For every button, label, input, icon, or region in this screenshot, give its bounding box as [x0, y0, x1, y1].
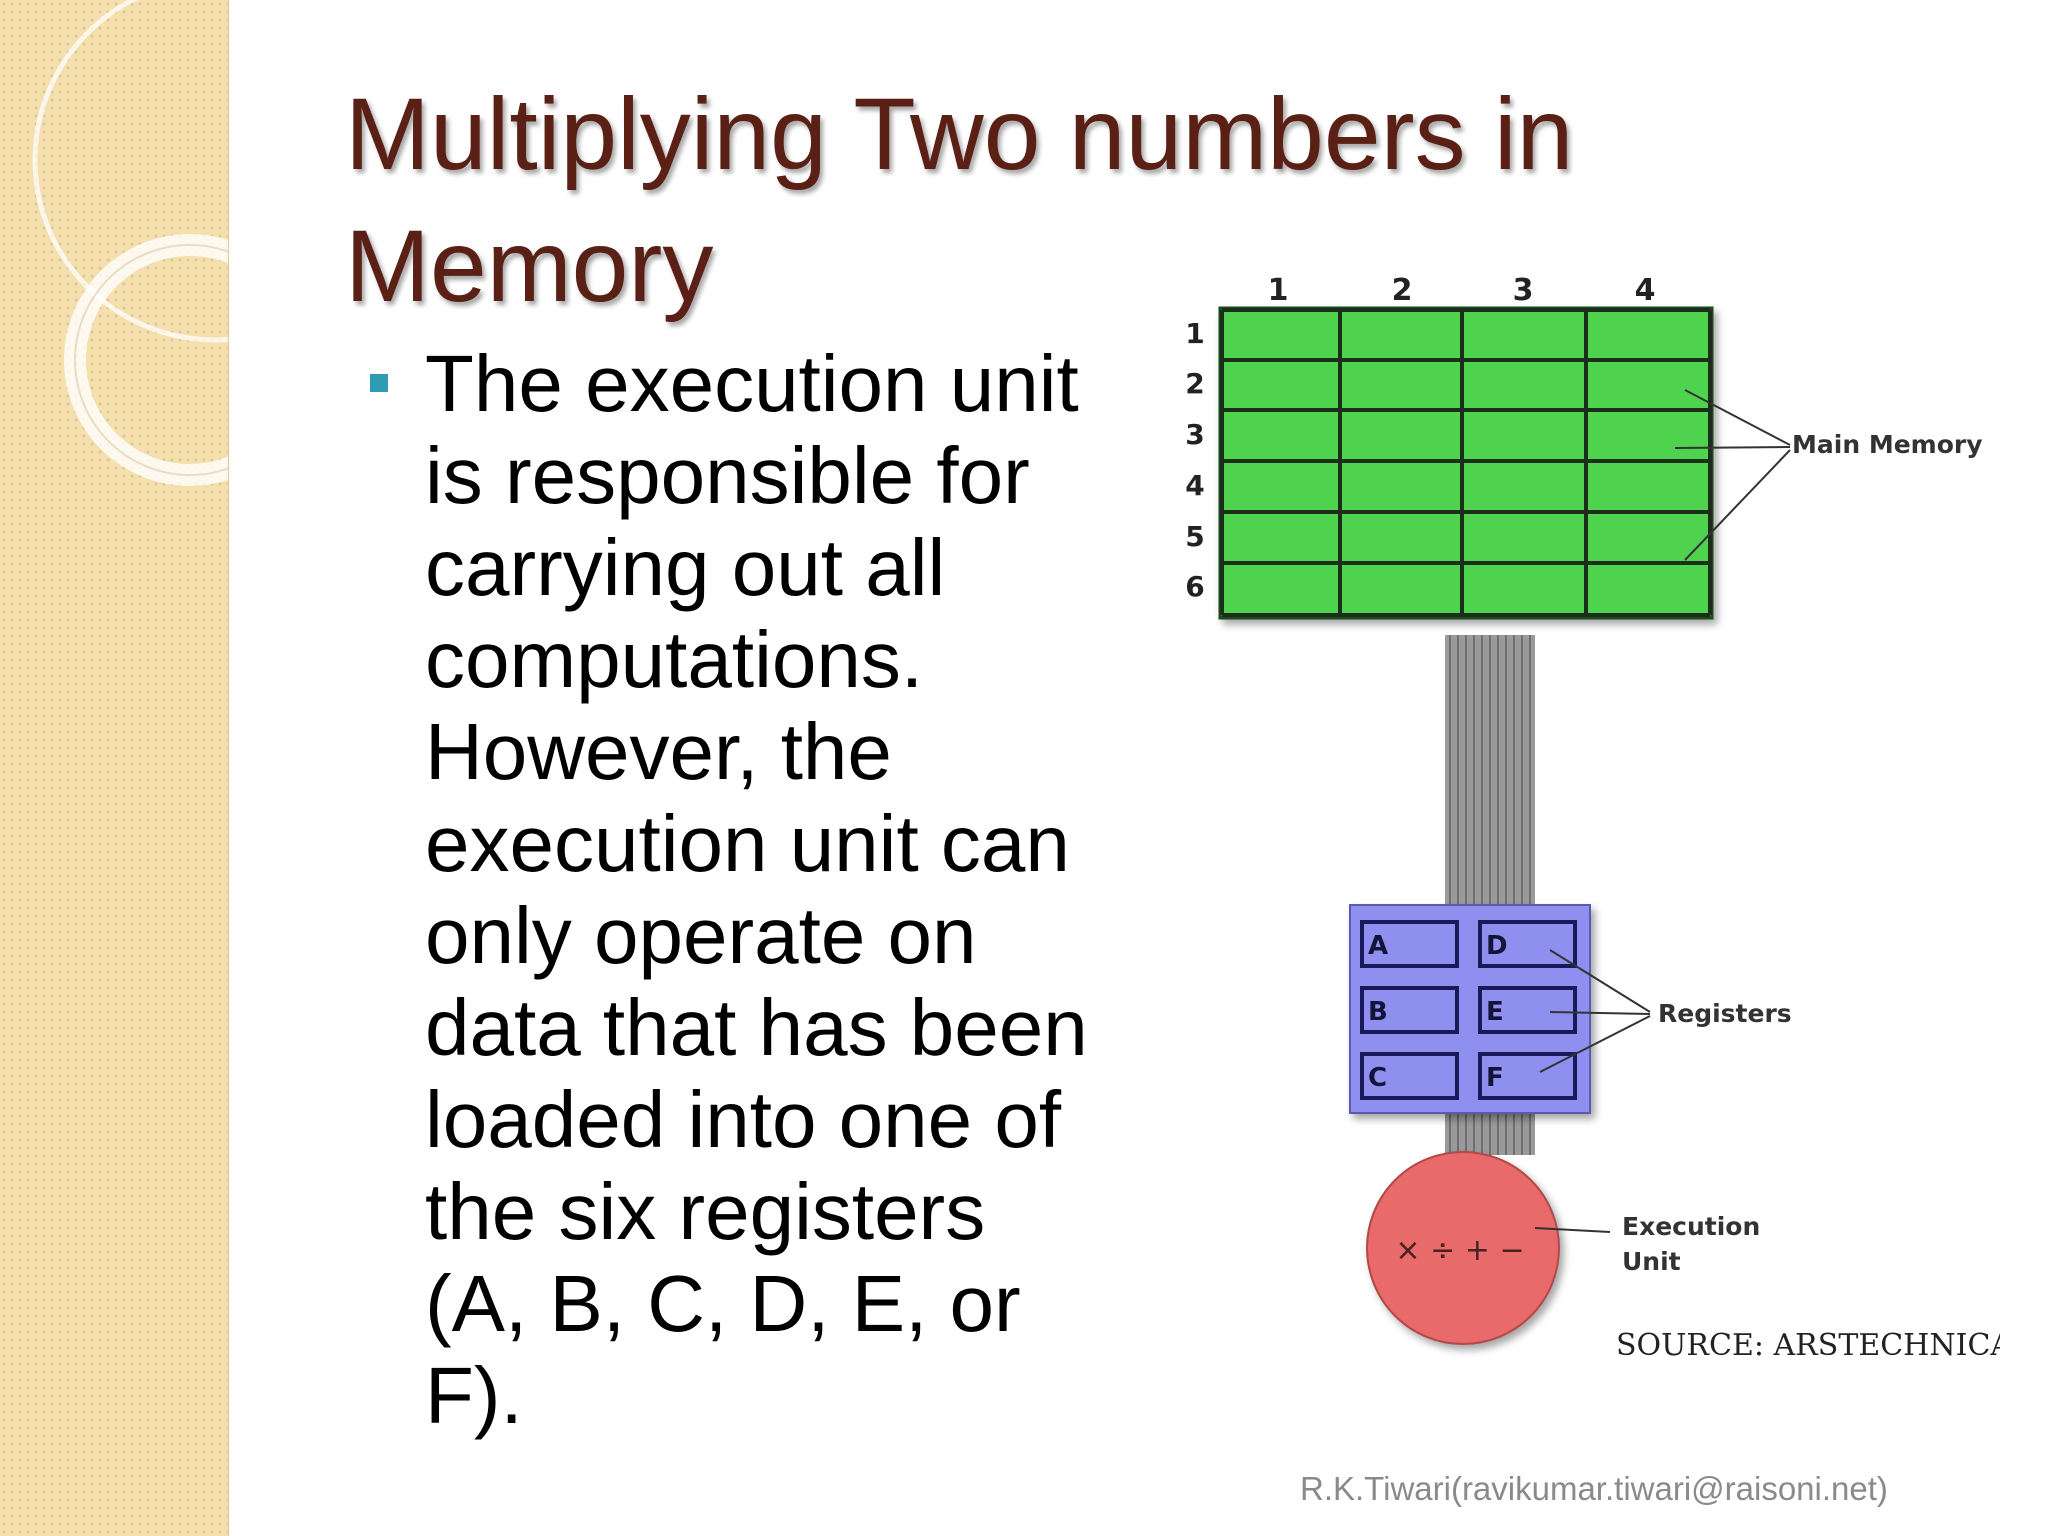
bullet-item: The execution unit is responsible for ca… — [425, 338, 1185, 1442]
column-label: 4 — [1635, 273, 1656, 308]
title-line-1: Multiplying Two numbers in — [345, 77, 1574, 191]
bullet-line: However, the — [425, 707, 892, 796]
execution-callout-line — [1534, 1227, 1611, 1233]
registers-callout-lines — [1539, 949, 1651, 1073]
row-label: 5 — [1185, 520, 1204, 553]
row-label: 3 — [1185, 418, 1204, 451]
row-label: 4 — [1185, 469, 1204, 502]
register-label: E — [1486, 997, 1504, 1027]
bullet-line: is responsible for — [425, 431, 1030, 520]
operation-symbols: × ÷ + − — [1395, 1233, 1524, 1268]
bullet-line: computations. — [425, 615, 924, 704]
register-label: F — [1486, 1063, 1504, 1093]
column-label: 2 — [1392, 273, 1413, 308]
row-label: 2 — [1185, 367, 1204, 400]
bullet-line: (A, B, C, D, E, or — [425, 1259, 1021, 1348]
bullet-line: the six registers — [425, 1167, 986, 1256]
column-label: 3 — [1513, 273, 1534, 308]
execution-label-line-2: Unit — [1622, 1247, 1681, 1276]
bullet-line: carrying out all — [425, 523, 946, 612]
bullet-line: execution unit can — [425, 799, 1070, 888]
memory-grid-lines — [1220, 308, 1712, 617]
decorative-sidebar — [0, 0, 229, 1536]
decorative-rings — [32, 0, 228, 486]
bullet-square-icon — [370, 374, 388, 392]
main-memory-label: Main Memory — [1792, 430, 1983, 459]
diagram-svg: 1 2 3 4 1 2 3 4 5 6 — [1185, 273, 2012, 1363]
register-label: C — [1368, 1063, 1387, 1093]
execution-label-line-1: Execution — [1622, 1212, 1760, 1241]
bullet-line: only operate on — [425, 891, 977, 980]
registers-label: Registers — [1658, 999, 1792, 1028]
execution-unit-circle — [1366, 1151, 1560, 1345]
bullet-line: data that has been — [425, 983, 1088, 1072]
memory-diagram: 1 2 3 4 1 2 3 4 5 6 — [1140, 260, 2012, 1375]
bullet-line: loaded into one of — [425, 1075, 1062, 1164]
register-label: B — [1368, 997, 1388, 1027]
registers-block — [1349, 904, 1591, 1114]
row-label: 6 — [1185, 570, 1204, 603]
row-label: 1 — [1185, 317, 1204, 350]
source-credit: SOURCE: ARSTECHNICA — [1616, 1328, 2000, 1363]
bullet-line: F). — [425, 1351, 523, 1440]
slide-footer: R.K.Tiwari(ravikumar.tiwari@raisoni.net) — [1300, 1470, 1888, 1507]
register-label: A — [1368, 931, 1388, 961]
memory-callout-lines — [1674, 389, 1791, 561]
slide-title: Multiplying Two numbers in Memory — [345, 68, 1745, 332]
column-label: 1 — [1268, 273, 1289, 308]
bullet-line: The execution unit — [425, 339, 1079, 428]
register-cells — [1360, 920, 1577, 1100]
title-line-2: Memory — [345, 209, 714, 323]
register-label: D — [1486, 931, 1508, 961]
